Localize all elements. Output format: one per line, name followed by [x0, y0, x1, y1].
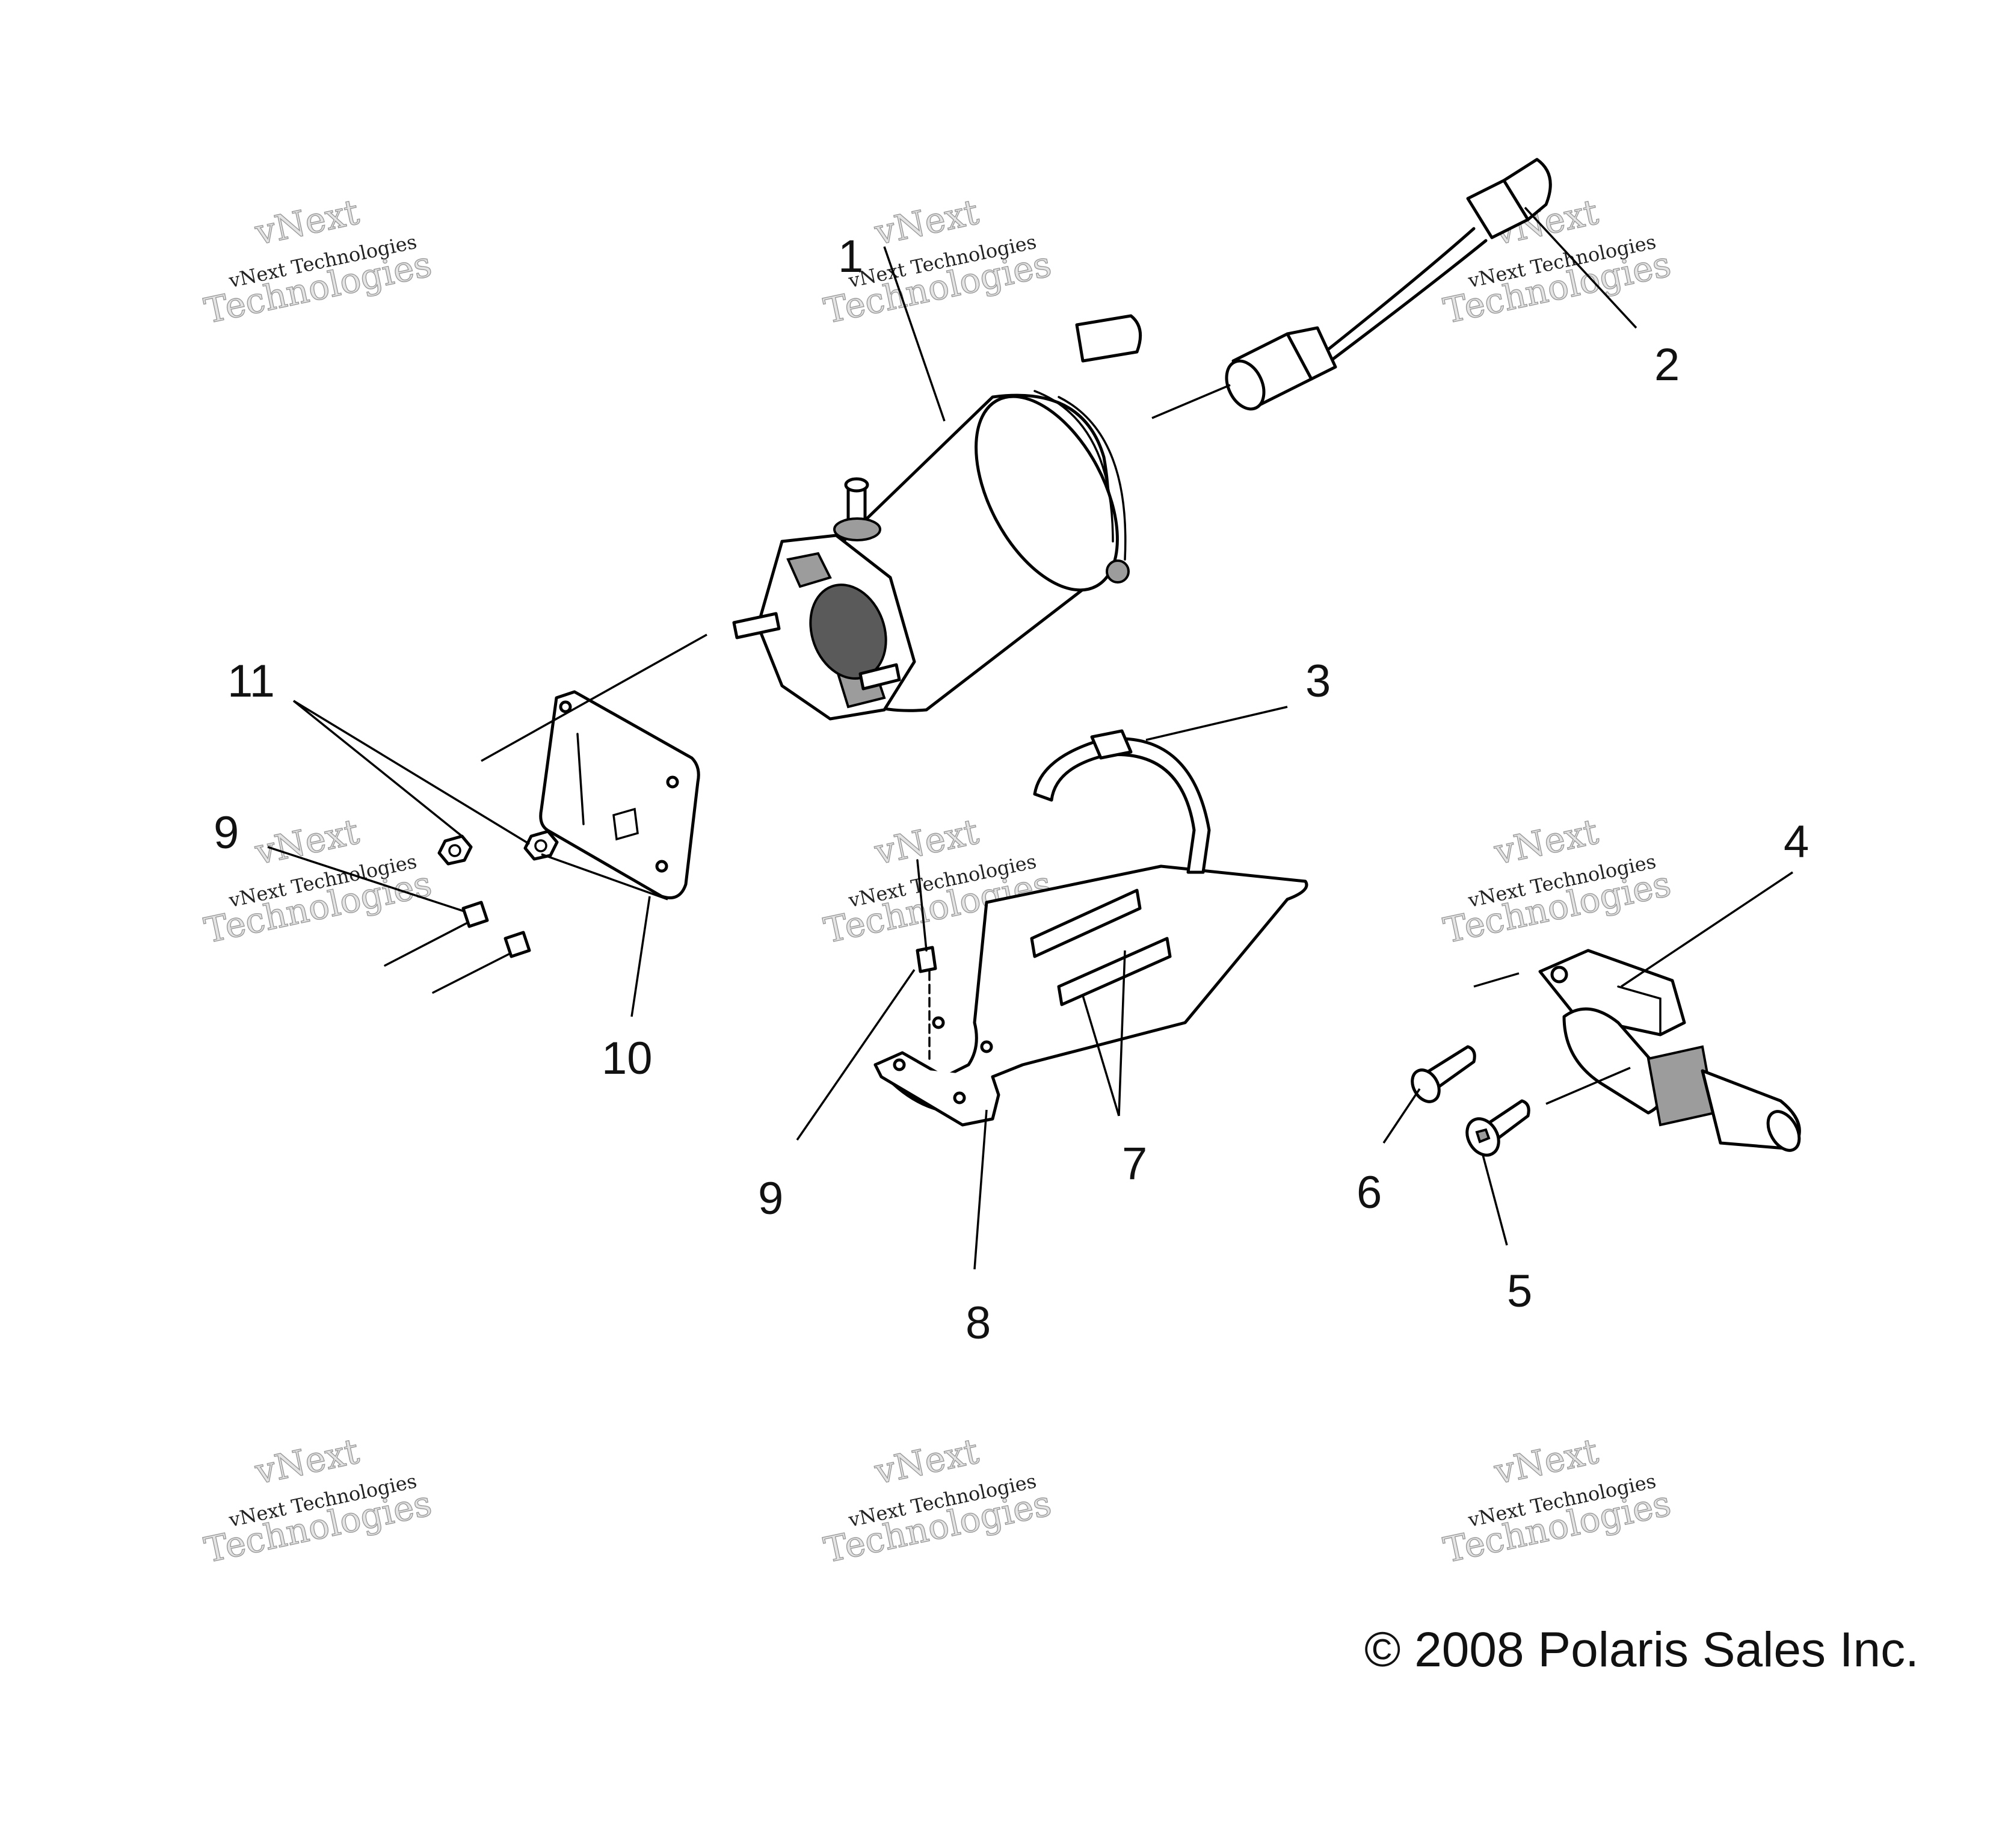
callout-10: 10 [602, 1033, 653, 1084]
leader-lines [267, 206, 1793, 1270]
watermark: vNext vNext Technologies Technologies [200, 1430, 436, 1571]
copyright-notice: © 2008 Polaris Sales Inc. [1364, 1622, 1919, 1677]
svg-text:vNext: vNext [1490, 1431, 1601, 1492]
svg-text:vNext: vNext [251, 1431, 362, 1492]
watermark: vNext vNext Technologies Technologies [1440, 810, 1675, 952]
callout-9-center: 9 [758, 1173, 783, 1224]
svg-text:vNext: vNext [251, 191, 362, 253]
watermark: vNext vNext Technologies Technologies [200, 191, 436, 332]
nut [523, 830, 559, 861]
callout-1: 1 [838, 231, 863, 282]
bolt [1465, 1099, 1530, 1157]
mounting-bracket [539, 690, 700, 899]
svg-text:vNext: vNext [870, 1431, 982, 1492]
callout-11: 11 [227, 656, 275, 707]
holder-bracket [873, 729, 1308, 1127]
callout-4: 4 [1784, 816, 1809, 867]
rivet [432, 931, 531, 994]
callout-2: 2 [1654, 339, 1680, 390]
callout-7: 7 [1122, 1138, 1147, 1189]
watermark: vNext vNext Technologies Technologies [1440, 191, 1675, 332]
screw [1411, 1045, 1476, 1103]
callout-9-left: 9 [214, 807, 239, 858]
nut [437, 834, 473, 866]
callout-5: 5 [1507, 1266, 1532, 1317]
svg-text:vNext: vNext [870, 191, 982, 253]
callout-6: 6 [1357, 1167, 1382, 1218]
starter-motor [732, 314, 1142, 721]
callout-8: 8 [966, 1298, 991, 1349]
svg-text:vNext: vNext [251, 811, 362, 873]
svg-text:vNext: vNext [870, 811, 982, 873]
watermark: vNext vNext Technologies Technologies [820, 1430, 1055, 1571]
rivet [384, 901, 489, 967]
drive-cable [1225, 158, 1552, 411]
svg-text:vNext: vNext [1490, 811, 1601, 873]
callout-3: 3 [1305, 656, 1331, 707]
callouts: 1 2 3 4 5 6 7 8 9 9 10 11 [214, 231, 1809, 1349]
bendix-drive [1538, 949, 1801, 1152]
watermark: vNext vNext Technologies Technologies [1440, 1430, 1675, 1571]
